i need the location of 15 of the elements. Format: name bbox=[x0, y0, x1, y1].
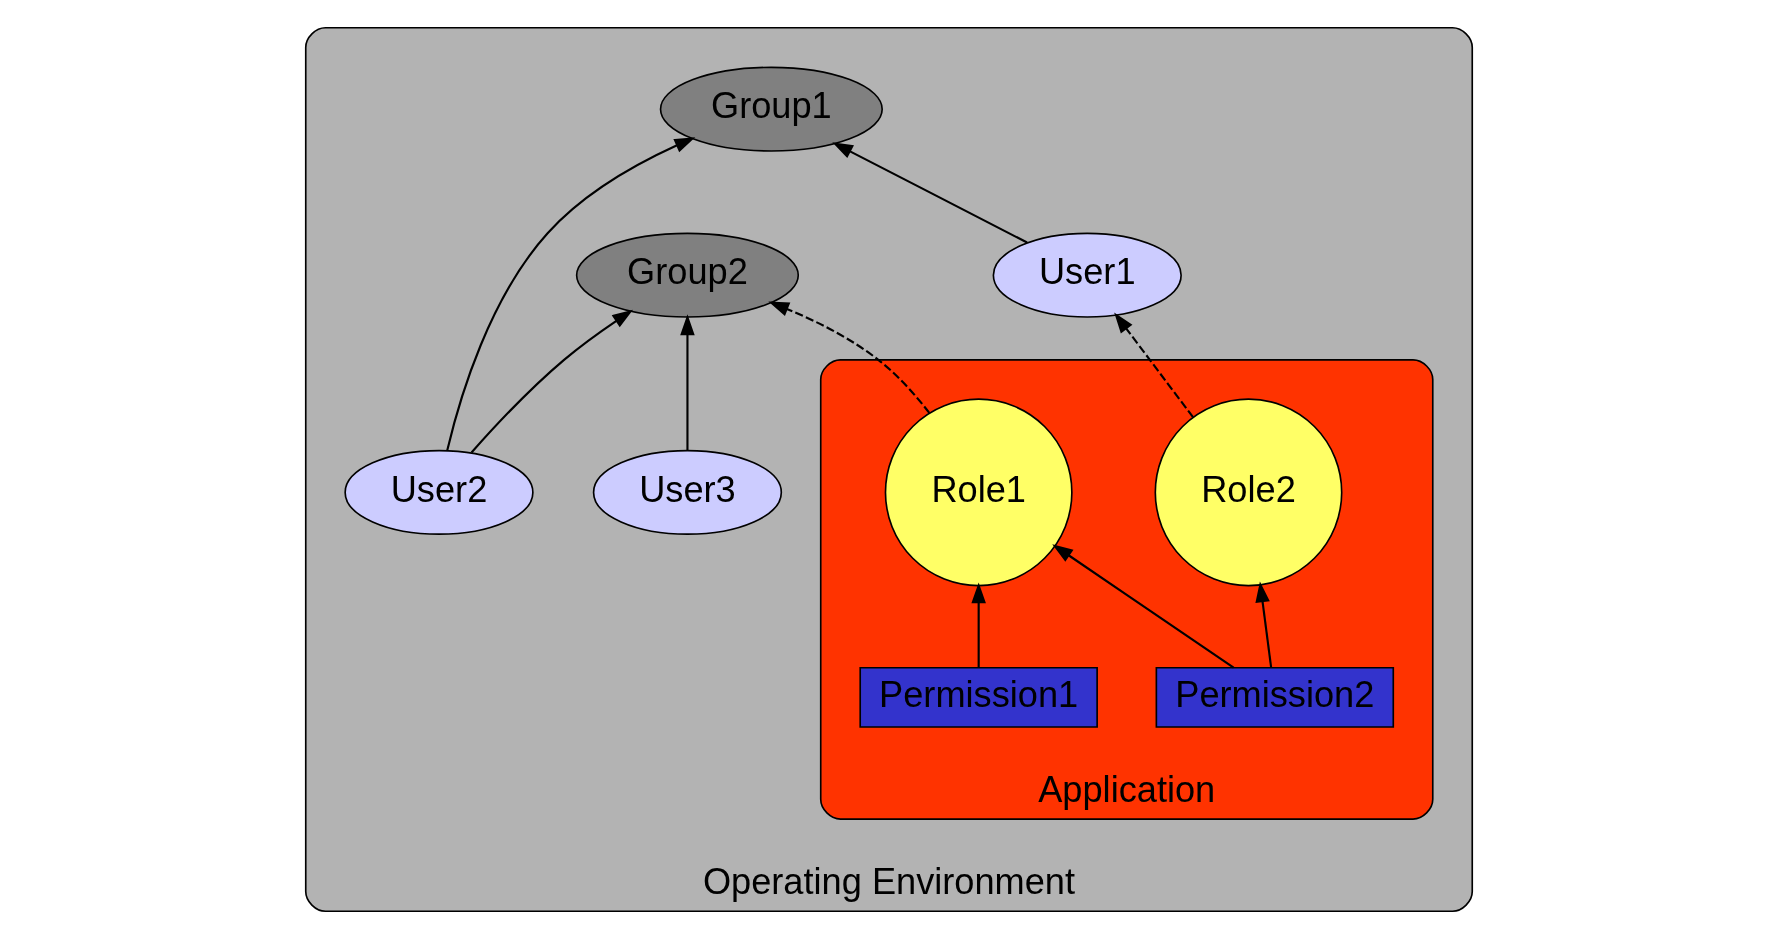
node-ellipse: User2 bbox=[344, 449, 534, 535]
node-circle: Role2 bbox=[1154, 398, 1343, 587]
node-ellipse: User1 bbox=[992, 232, 1182, 318]
arrow bbox=[768, 301, 931, 414]
arrow bbox=[446, 137, 696, 451]
node-box: Permission1 bbox=[859, 666, 1098, 728]
arrow bbox=[470, 309, 634, 454]
node-ellipse: User3 bbox=[592, 449, 783, 535]
node-box: Permission2 bbox=[1155, 666, 1395, 728]
arrow bbox=[971, 582, 986, 668]
arrow bbox=[832, 142, 1028, 244]
arrow bbox=[1052, 544, 1235, 669]
arrow bbox=[680, 314, 695, 451]
arrow bbox=[1255, 581, 1273, 668]
arrow bbox=[1114, 312, 1194, 418]
